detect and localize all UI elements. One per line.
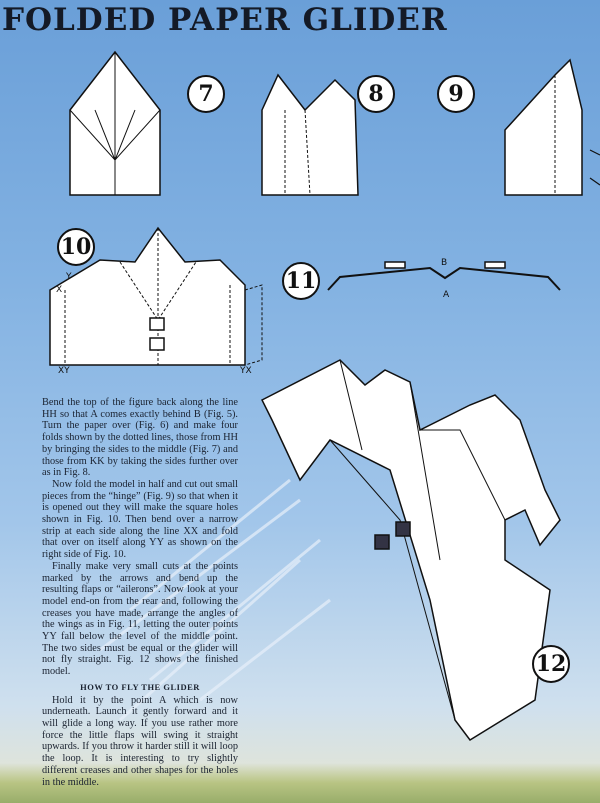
label-y: Y [66, 272, 72, 282]
page-title: FOLDED PAPER GLIDER [2, 2, 448, 38]
figure-12-glider [260, 359, 561, 741]
figure-9-drawing [504, 58, 600, 196]
label-yx: YX [240, 366, 252, 376]
section-heading: HOW TO FLY THE GLIDER [80, 681, 200, 692]
paragraph-2: Now fold the model in half and cut out s… [42, 478, 238, 561]
figure-12-number: 12 [532, 645, 570, 683]
figure-8-number: 8 [357, 75, 395, 113]
figure-7-drawing [69, 50, 161, 196]
figure-8-drawing [261, 73, 359, 196]
paragraph-3: Finally make very small cuts at the poin… [42, 560, 238, 678]
instructions-text: Bend the top of the figure back along th… [42, 397, 238, 788]
motion-streaks [99, 478, 331, 722]
figure-7-number: 7 [187, 75, 225, 113]
paragraph-1: Bend the top of the figure back along th… [42, 397, 238, 479]
label-x: X [56, 285, 63, 295]
label-a: A [443, 290, 450, 300]
landscape [0, 763, 600, 803]
label-b: B [441, 258, 448, 268]
figure-11-drawing [327, 261, 561, 291]
figure-10-drawing [49, 226, 263, 366]
figure-11-number: 11 [282, 262, 320, 300]
paragraph-4: Hold it by the point A which is now unde… [42, 694, 238, 788]
figure-9-number: 9 [437, 75, 475, 113]
label-xy: XY [58, 366, 70, 376]
figure-10-number: 10 [57, 228, 95, 266]
